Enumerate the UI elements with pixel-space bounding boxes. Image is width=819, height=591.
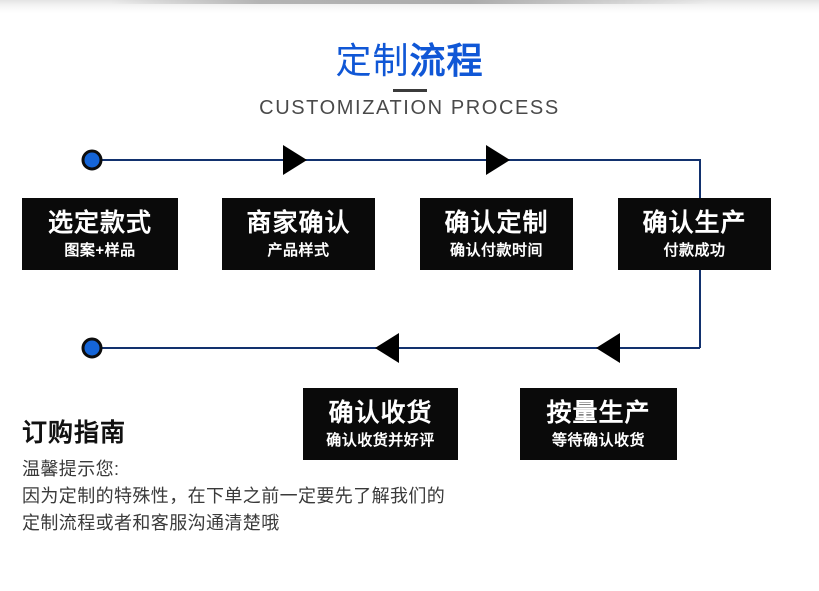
- page-title-bold: 流程: [409, 40, 484, 81]
- flow-path-top: [92, 159, 701, 348]
- page-heading: 定制流程 CUSTOMIZATION PROCESS: [0, 40, 819, 120]
- process-step-4-title: 确认生产: [642, 208, 747, 237]
- arrow-right-1-icon: [283, 145, 307, 175]
- process-step-4-subtitle: 付款成功: [663, 241, 726, 259]
- process-step-2[interactable]: 商家确认 产品样式: [222, 198, 375, 270]
- page-title-light: 定制: [335, 40, 410, 81]
- process-step-3-subtitle: 确认付款时间: [449, 241, 543, 259]
- page-title: 定制流程: [0, 40, 819, 82]
- title-divider: [392, 89, 427, 92]
- top-edge-shadow: [0, 0, 819, 14]
- order-guide-title: 订购指南: [22, 419, 127, 447]
- arrow-left-1-icon: [375, 333, 399, 363]
- arrow-right-2-icon: [486, 145, 510, 175]
- process-step-1-title: 选定款式: [47, 208, 152, 237]
- process-step-3-title: 确认定制: [444, 208, 549, 237]
- top-edge-shadow-line: [110, 0, 710, 4]
- process-step-2-subtitle: 产品样式: [267, 241, 330, 259]
- process-step-6-title: 按量生产: [546, 398, 651, 427]
- flow-start-dot-bottom: [81, 337, 103, 359]
- process-step-5[interactable]: 确认收货 确认收货并好评: [303, 388, 458, 460]
- process-step-3[interactable]: 确认定制 确认付款时间: [420, 198, 573, 270]
- process-step-1-subtitle: 图案+样品: [64, 241, 136, 259]
- order-guide-line-1: 温馨提示您:: [22, 459, 120, 479]
- process-step-2-title: 商家确认: [246, 208, 351, 237]
- arrow-left-2-icon: [596, 333, 620, 363]
- process-step-6[interactable]: 按量生产 等待确认收货: [520, 388, 677, 460]
- process-step-1[interactable]: 选定款式 图案+样品: [22, 198, 178, 270]
- process-step-5-subtitle: 确认收货并好评: [326, 431, 435, 449]
- order-guide-note: 订购指南 温馨提示您: 因为定制的特殊性，在下单之前一定要先了解我们的 定制流程…: [22, 417, 582, 537]
- process-step-4[interactable]: 确认生产 付款成功: [618, 198, 771, 270]
- process-step-6-subtitle: 等待确认收货: [551, 431, 645, 449]
- page-subtitle: CUSTOMIZATION PROCESS: [259, 97, 560, 119]
- order-guide-line-2: 因为定制的特殊性，在下单之前一定要先了解我们的: [22, 486, 446, 506]
- process-step-5-title: 确认收货: [328, 398, 433, 427]
- flow-start-dot-top: [81, 149, 103, 171]
- order-guide-line-3: 定制流程或者和客服沟通清楚哦: [22, 513, 280, 533]
